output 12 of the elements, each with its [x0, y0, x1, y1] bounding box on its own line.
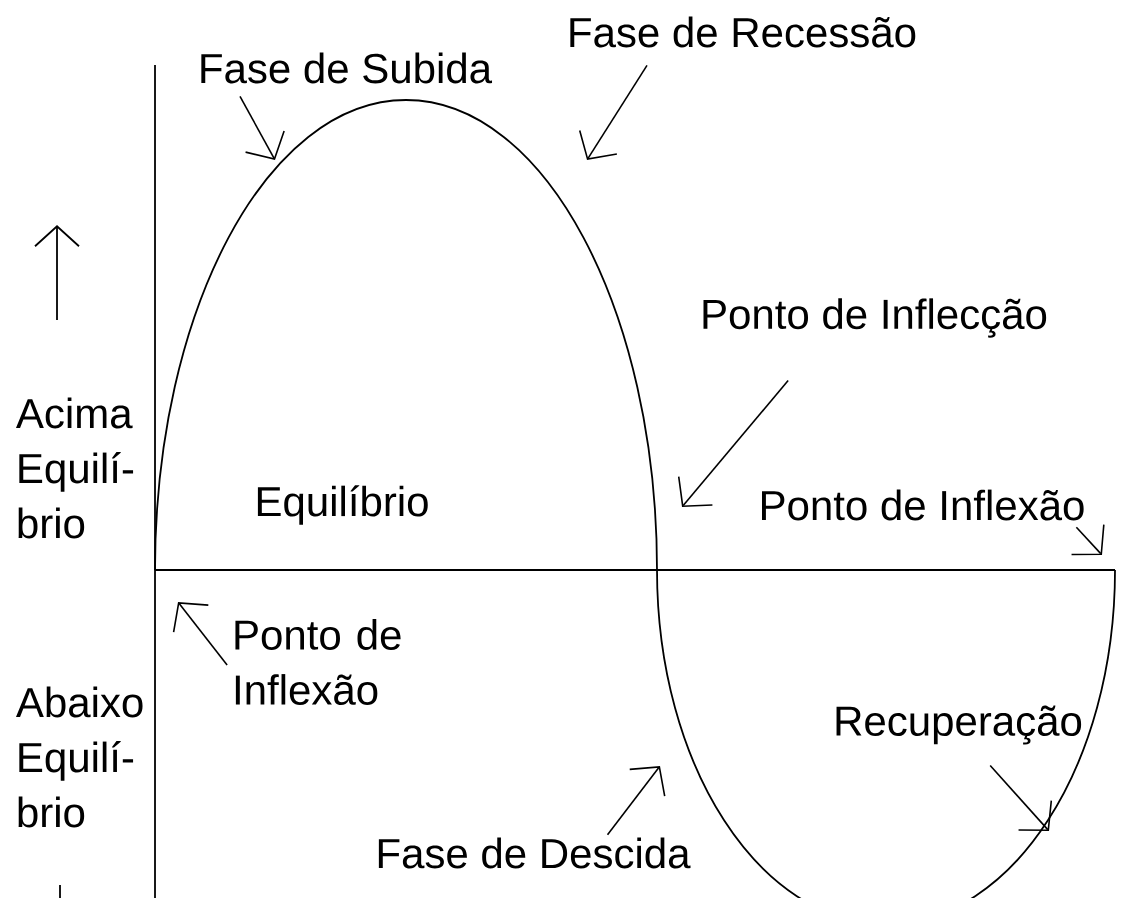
arrow	[578, 64, 648, 160]
phase-label: Fase de Subida	[201, 52, 493, 84]
phase-label: Ponto de Inflecção	[703, 298, 1047, 338]
phase-label: Fase de Recessão	[570, 16, 916, 48]
phase-label: Fase de Descida	[378, 837, 691, 869]
zone-label: Equilíbrio	[257, 485, 428, 525]
phase-label: Ponto de Inflexão	[762, 489, 1084, 521]
zone-label: Acima Equilí- brio	[16, 397, 134, 539]
phase-label: Recuperação	[836, 705, 1082, 745]
arrow	[677, 379, 789, 507]
zone-label: Abaixo Equilí- brio	[16, 686, 143, 828]
phase-label: Ponto de Inflexão	[235, 619, 401, 705]
